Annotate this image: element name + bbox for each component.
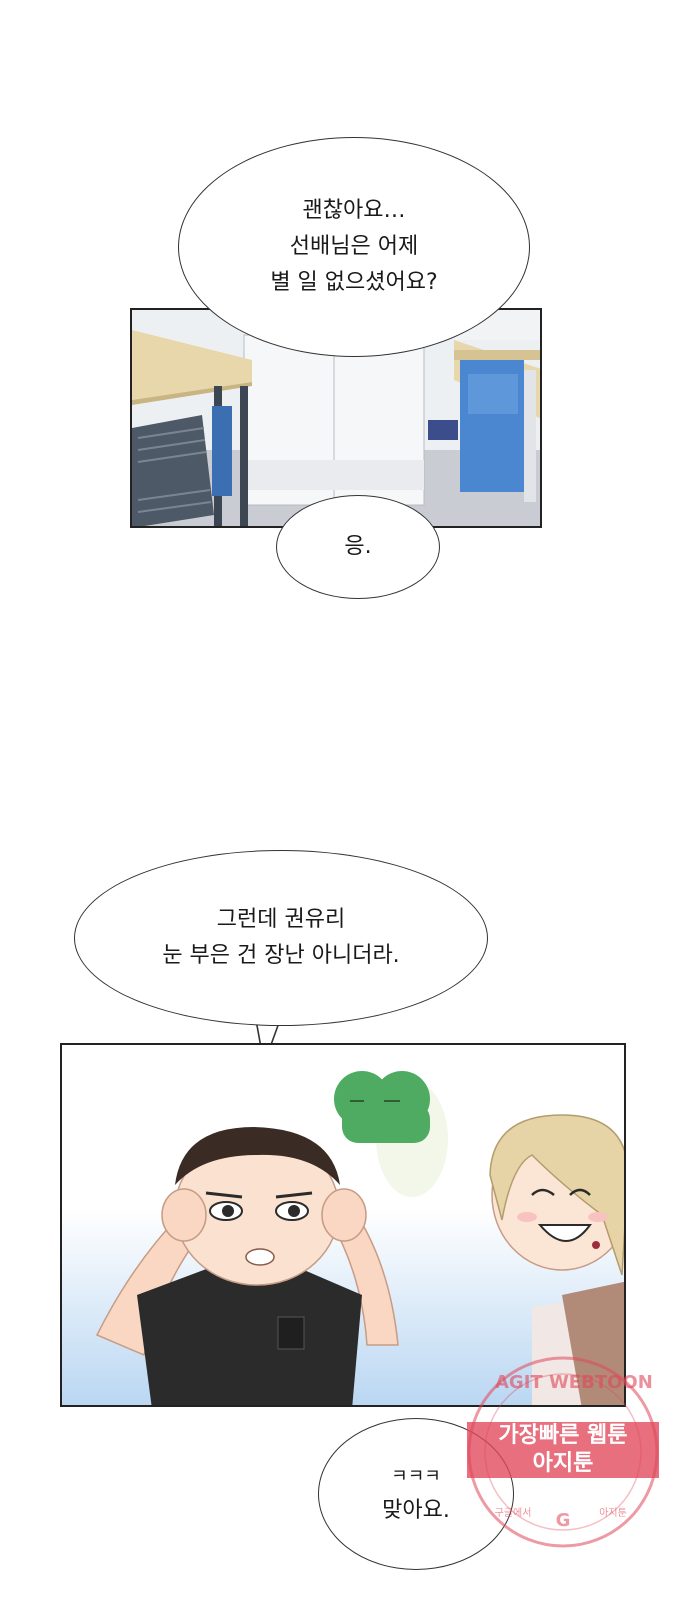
smiling-character	[489, 1114, 624, 1405]
characters-illustration	[62, 1045, 624, 1405]
characters-panel	[60, 1043, 626, 1407]
watermark-line2: 아지툰	[532, 1451, 594, 1476]
bubble-3-line-2: 눈 부은 건 장난 아니더라.	[162, 943, 400, 968]
bubble-4-line-1: ㅋㅋㅋ	[391, 1466, 441, 1487]
speech-bubble-3: 그런데 권유리 눈 부은 건 장난 아니더라.	[74, 850, 488, 1026]
bubble-1-line-3: 별 일 없으셨어요?	[270, 270, 438, 295]
bubble-2-line-1: 응.	[344, 534, 372, 559]
watermark-stamp: AGIT WEBTOON 가장빠른 웹툰 아지툰 구글에서 G 아지툰	[463, 1352, 663, 1552]
speech-bubble-2: 응.	[276, 495, 440, 599]
frog-mascot	[334, 1071, 448, 1197]
watermark-line1: 가장빠른 웹툰	[498, 1423, 628, 1448]
speech-bubble-1: 괜찮아요… 선배님은 어제 별 일 없으셨어요?	[178, 137, 530, 357]
watermark-bottom-left: 구글에서	[494, 1508, 532, 1519]
watermark-ring	[467, 1356, 659, 1548]
google-logo-icon: G	[555, 1510, 571, 1531]
watermark-bottom-right: 아지툰	[599, 1508, 627, 1519]
bubble-4-line-2: 맞아요.	[382, 1498, 450, 1523]
watermark-ring-text: AGIT WEBTOON	[495, 1372, 653, 1393]
bubble-1-line-2: 선배님은 어제	[289, 234, 419, 259]
bubble-1-line-1: 괜찮아요…	[302, 198, 406, 223]
tail-joint	[258, 1018, 278, 1024]
man-character	[95, 1127, 399, 1405]
bubble-3-line-1: 그런데 권유리	[216, 907, 346, 932]
